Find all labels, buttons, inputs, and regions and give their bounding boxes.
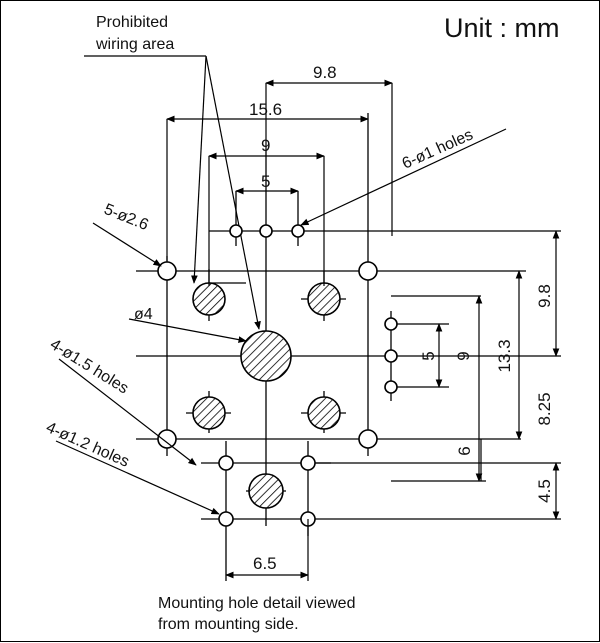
dim-9-8-right: 9.8 — [535, 284, 554, 308]
prohibited-label-line1: Prohibited — [96, 14, 168, 31]
prohibited-leaders — [84, 55, 261, 330]
holes — [157, 224, 398, 527]
note-hole-4: ø4 — [134, 306, 153, 323]
dim-5-top: 5 — [261, 172, 270, 191]
dim-5-right: 5 — [419, 351, 438, 360]
right-dimensions — [435, 230, 560, 520]
note-4-holes-1-5: 4-ø1.5 holes — [47, 336, 131, 398]
unit-label: Unit : mm — [444, 13, 560, 43]
hole-1mm-d — [384, 317, 398, 331]
hole-1mm-c — [291, 224, 305, 238]
hole-2-6-a — [157, 261, 177, 281]
dim-6: 6 — [455, 446, 474, 455]
hole-1mm-e — [384, 349, 398, 363]
dim-4-5: 4.5 — [535, 479, 554, 503]
hole-1-2-a — [218, 455, 234, 471]
hole-4-center — [240, 330, 292, 382]
hole-1mm-f — [384, 380, 398, 394]
prohibited-label-line2: wiring area — [95, 36, 174, 53]
hole-1-5-d — [307, 396, 341, 430]
hole-1-2-b — [300, 455, 316, 471]
top-dimensions — [166, 79, 393, 286]
caption-line2: from mounting side. — [158, 616, 299, 633]
hole-1-2-c — [218, 511, 234, 527]
hole-1mm-b — [259, 224, 273, 238]
hole-1-5-a — [192, 282, 226, 316]
caption-line1: Mounting hole detail viewed — [158, 595, 355, 612]
dim-9-top: 9 — [261, 136, 270, 155]
dim-13-3: 13.3 — [495, 339, 514, 372]
note-6-holes-1mm: 6-ø1 holes — [400, 126, 476, 172]
dim-9-right: 9 — [454, 351, 473, 360]
dim-6-5: 6.5 — [253, 554, 277, 573]
hole-1-5-b — [307, 282, 341, 316]
note-5-holes-2-6: 5-ø2.6 — [102, 201, 151, 234]
dim-8-25: 8.25 — [535, 392, 554, 425]
hole-2-6-d — [358, 429, 378, 449]
note-4-holes-1-2: 4-ø1.2 holes — [43, 419, 131, 471]
bottom-dimension — [225, 519, 309, 581]
hole-1-5-c — [192, 396, 226, 430]
hole-1mm-a — [229, 224, 243, 238]
dim-9-8-top: 9.8 — [313, 63, 337, 82]
dim-15-6: 15.6 — [249, 100, 282, 119]
hole-2-6-b — [358, 261, 378, 281]
leader-lines — [55, 128, 507, 515]
hole-2-6-c — [157, 429, 177, 449]
hole-lower-center — [248, 473, 284, 509]
